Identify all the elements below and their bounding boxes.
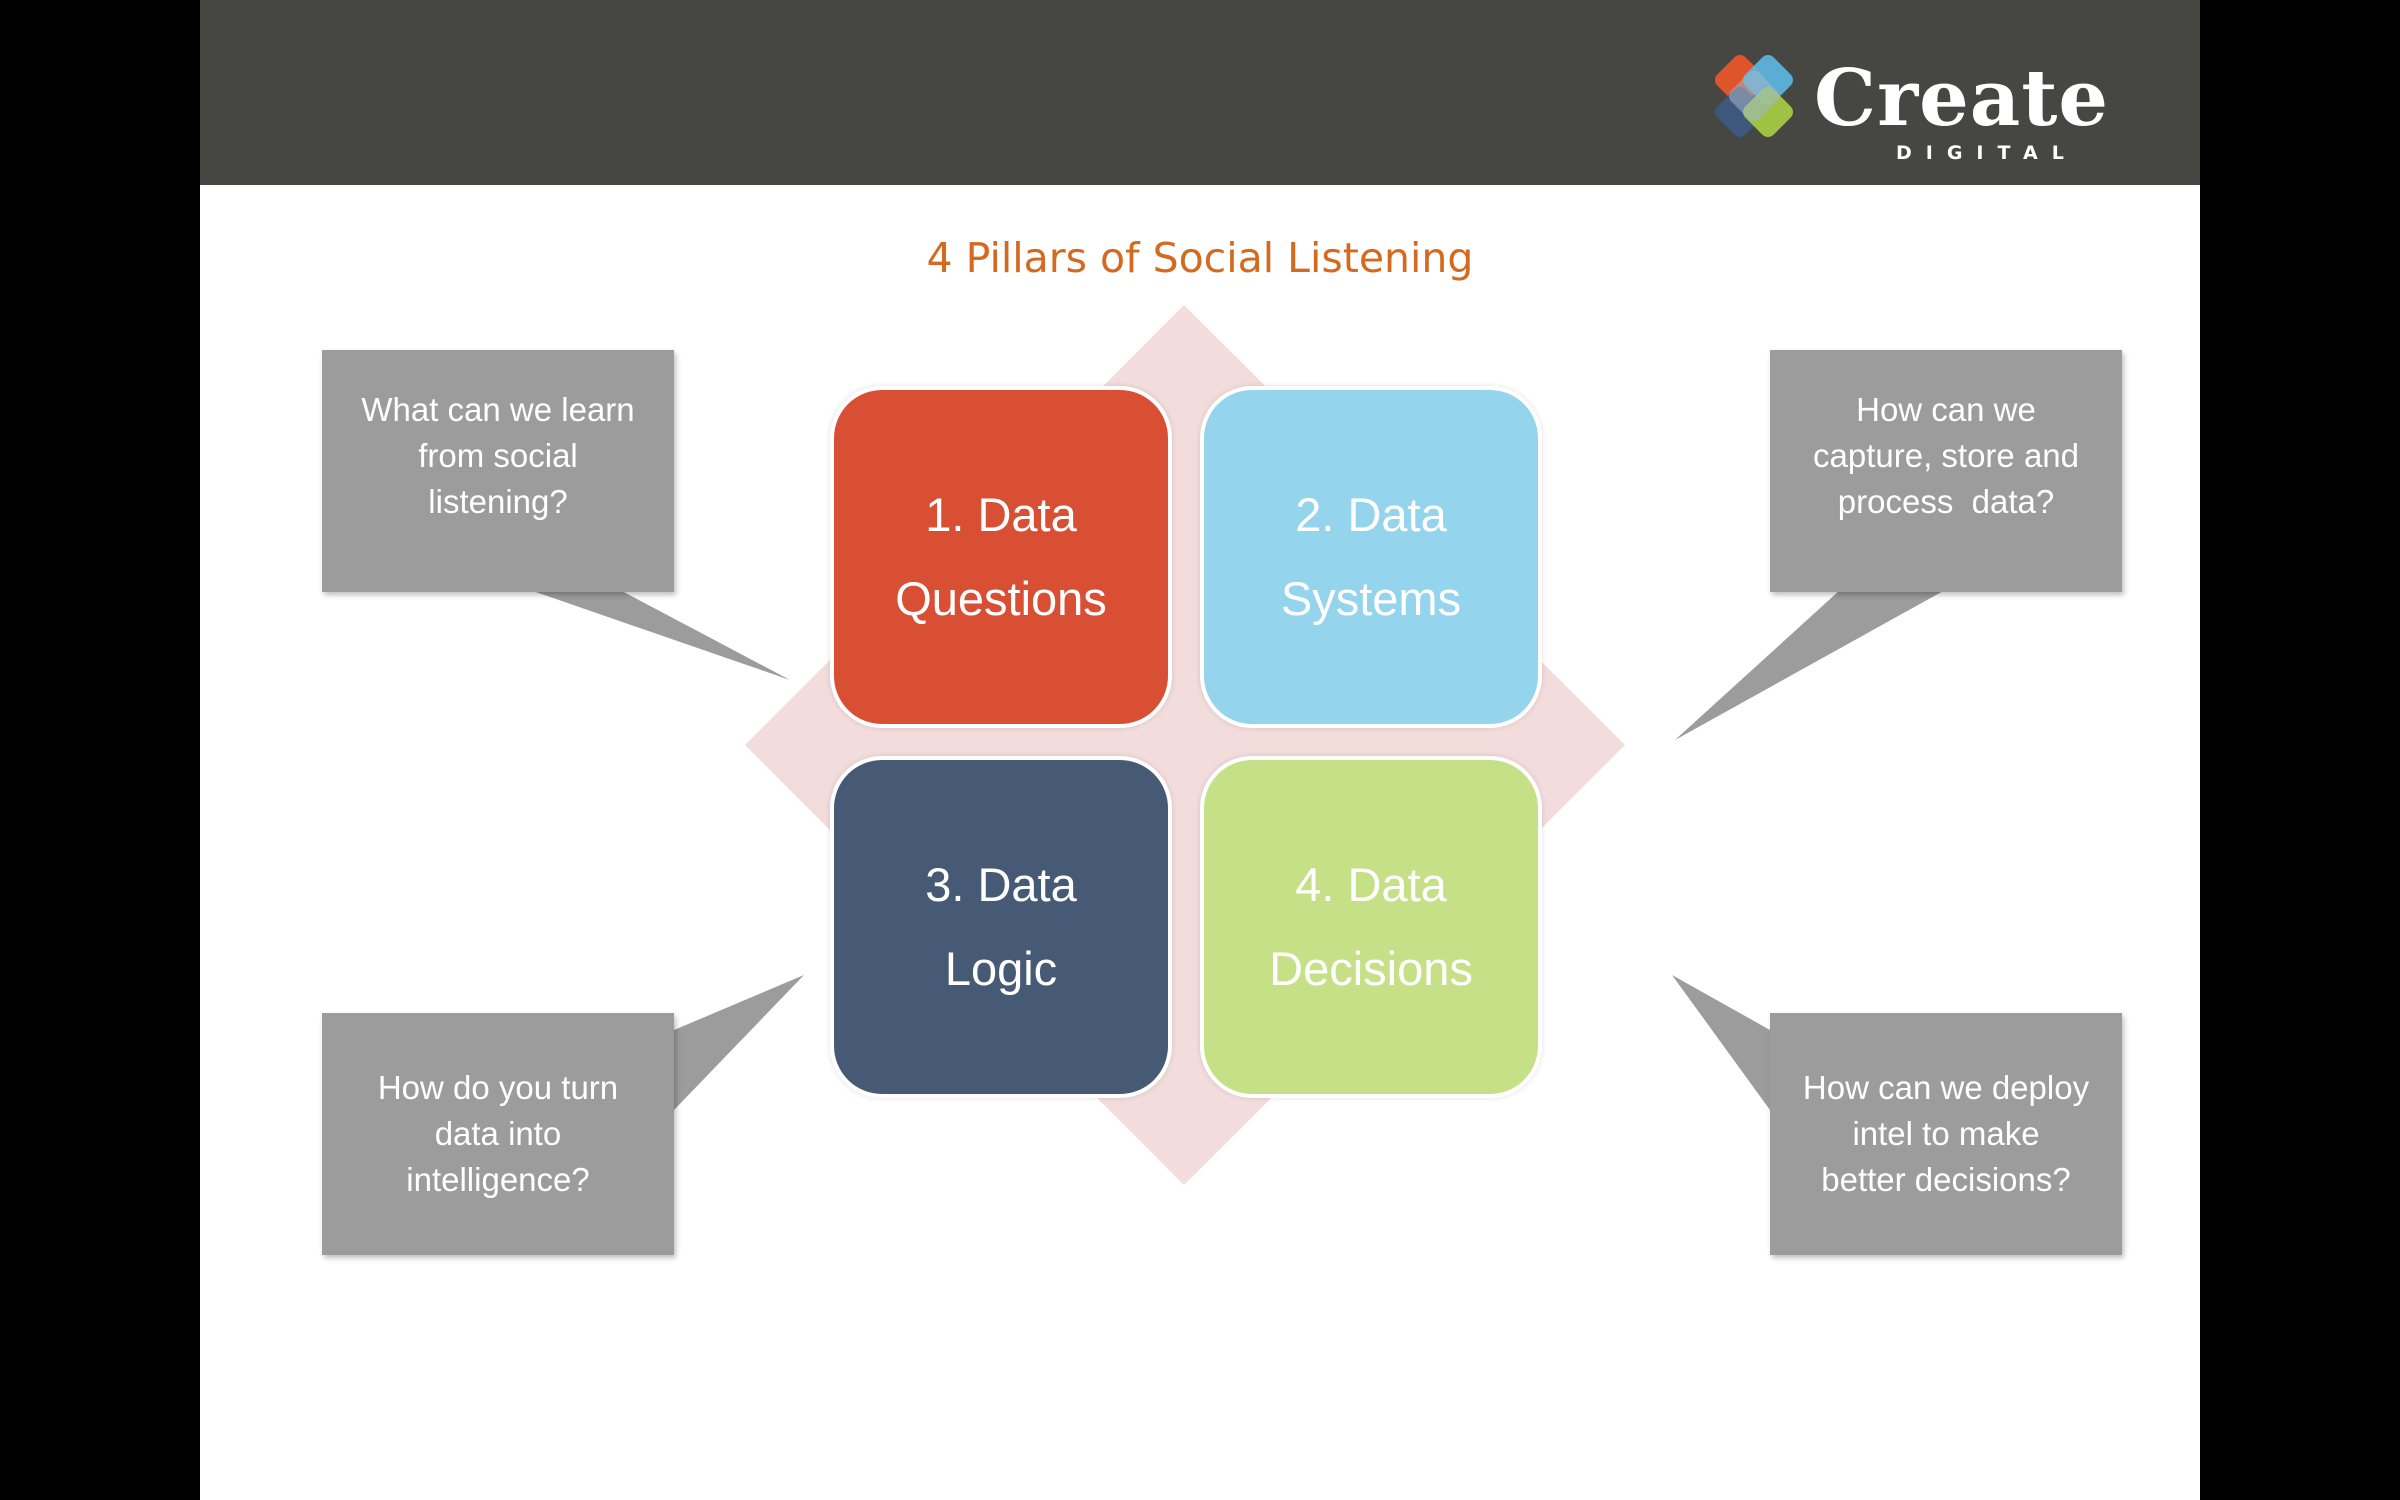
pillar-2-line1: 2. Data	[1295, 488, 1447, 541]
pillar-data-logic: 3. Data Logic	[830, 756, 1172, 1098]
pillar-3-line1: 3. Data	[925, 858, 1077, 911]
callout-learn: What can we learn from social listening?	[322, 350, 674, 592]
callout-1-text: What can we learn from social listening?	[361, 391, 635, 520]
slide: Create DIGITAL 4 Pillars of Social Liste…	[200, 0, 2200, 1500]
pillar-1-line2: Questions	[895, 572, 1107, 625]
pillar-2-line2: Systems	[1280, 572, 1462, 625]
callout-deploy: How can we deploy intel to make better d…	[1770, 1013, 2122, 1255]
pillar-1-line1: 1. Data	[925, 488, 1077, 541]
callout-3-text: How do you turn data into intelligence?	[377, 1069, 619, 1198]
callout-pointer-2	[1675, 590, 1945, 740]
pillar-3-line2: Logic	[944, 942, 1058, 995]
pillar-data-decisions: 4. Data Decisions	[1200, 756, 1542, 1098]
pillar-4-line1: 4. Data	[1295, 858, 1447, 911]
callout-pointer-3	[674, 975, 804, 1110]
pillar-4-line2: Decisions	[1269, 942, 1473, 995]
header-bar: Create DIGITAL	[200, 0, 2200, 185]
logo-wordmark: Create	[1814, 53, 2109, 144]
callout-intelligence: How do you turn data into intelligence?	[322, 1013, 674, 1255]
diagram-title: 4 Pillars of Social Listening	[926, 234, 1474, 282]
pillar-data-systems: 2. Data Systems	[1200, 386, 1542, 728]
logo-mark-icon	[1715, 55, 1793, 137]
create-digital-logo: Create DIGITAL	[1690, 52, 2140, 172]
callout-pointer-1	[530, 590, 790, 680]
callout-pointers	[530, 590, 1945, 1110]
logo-subtitle: DIGITAL	[1896, 142, 2078, 164]
pillar-data-questions: 1. Data Questions	[830, 386, 1172, 728]
callout-capture: How can we capture, store and process da…	[1770, 350, 2122, 592]
callout-2-text: How can we capture, store and process da…	[1813, 391, 2079, 520]
callout-pointer-4	[1672, 975, 1770, 1110]
callout-4-text: How can we deploy intel to make better d…	[1802, 1069, 2090, 1198]
